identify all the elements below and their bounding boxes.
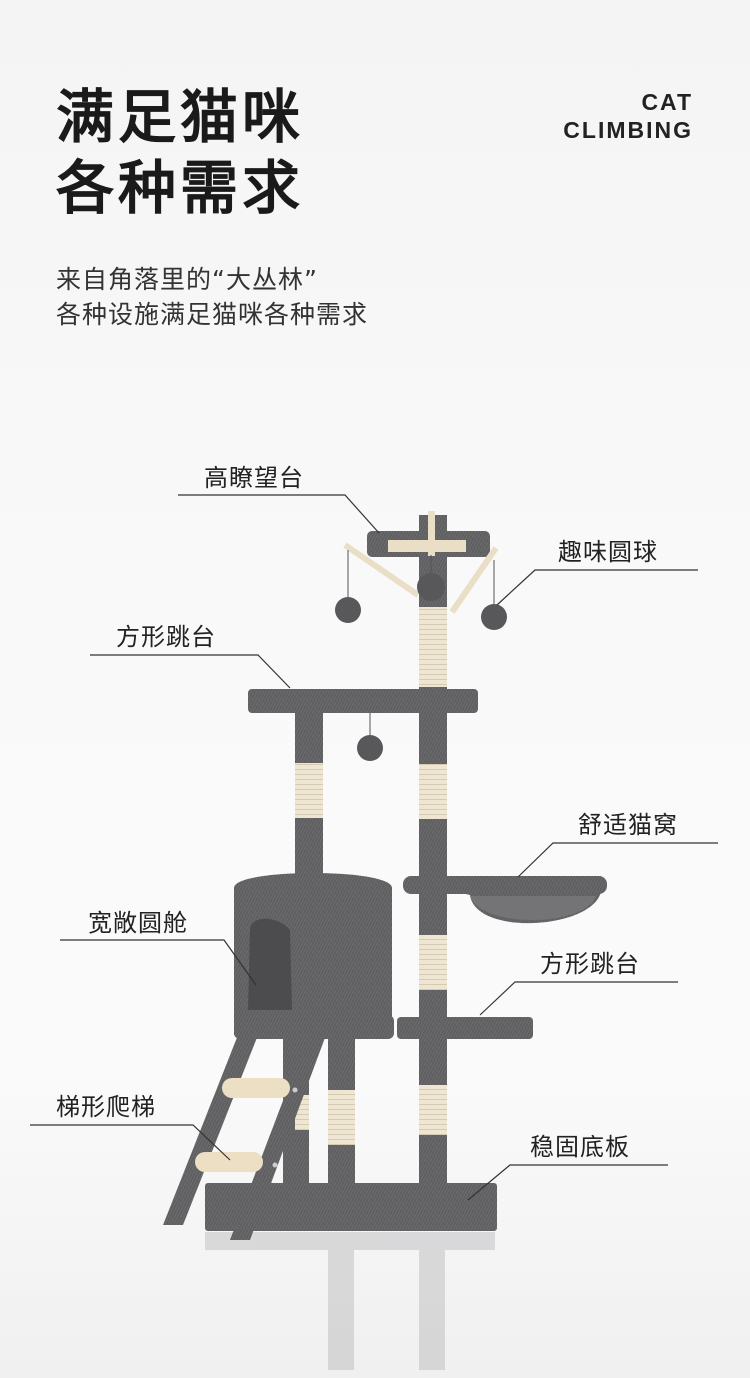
upper-platform [248, 689, 478, 713]
toy-balls [335, 542, 507, 761]
lookout-platform [367, 511, 490, 557]
callout-balls: 趣味圆球 [558, 538, 658, 566]
callout-platform-mid: 方形跳台 [540, 950, 640, 978]
callout-base: 稳固底板 [530, 1133, 630, 1161]
hammock-nest [403, 876, 607, 924]
callout-ladder: 梯形爬梯 [56, 1093, 156, 1121]
left-post [295, 710, 323, 890]
cabin [234, 873, 394, 1039]
callout-platform-top: 方形跳台 [116, 623, 216, 651]
main-post [419, 515, 447, 1195]
english-tag-line-1: CAT [641, 89, 693, 115]
callout-nest: 舒适猫窝 [578, 811, 678, 839]
ladder [163, 1035, 326, 1240]
callout-lines [30, 494, 718, 1201]
title-line-1: 满足猫咪 [56, 83, 305, 151]
english-tag-line-2: CLIMBING [563, 117, 693, 143]
lower-platform [397, 1017, 533, 1039]
callout-cabin: 宽敞圆舱 [88, 909, 188, 937]
title-line-2: 各种需求 [56, 154, 305, 222]
center-post [328, 1030, 355, 1200]
subtitle-line-2: 各种设施满足猫咪各种需求 [56, 300, 369, 329]
subtitle-line-1: 来自角落里的“大丛林” [56, 265, 318, 294]
floor-reflection [205, 1232, 495, 1370]
callout-lookout: 高瞭望台 [204, 464, 304, 492]
